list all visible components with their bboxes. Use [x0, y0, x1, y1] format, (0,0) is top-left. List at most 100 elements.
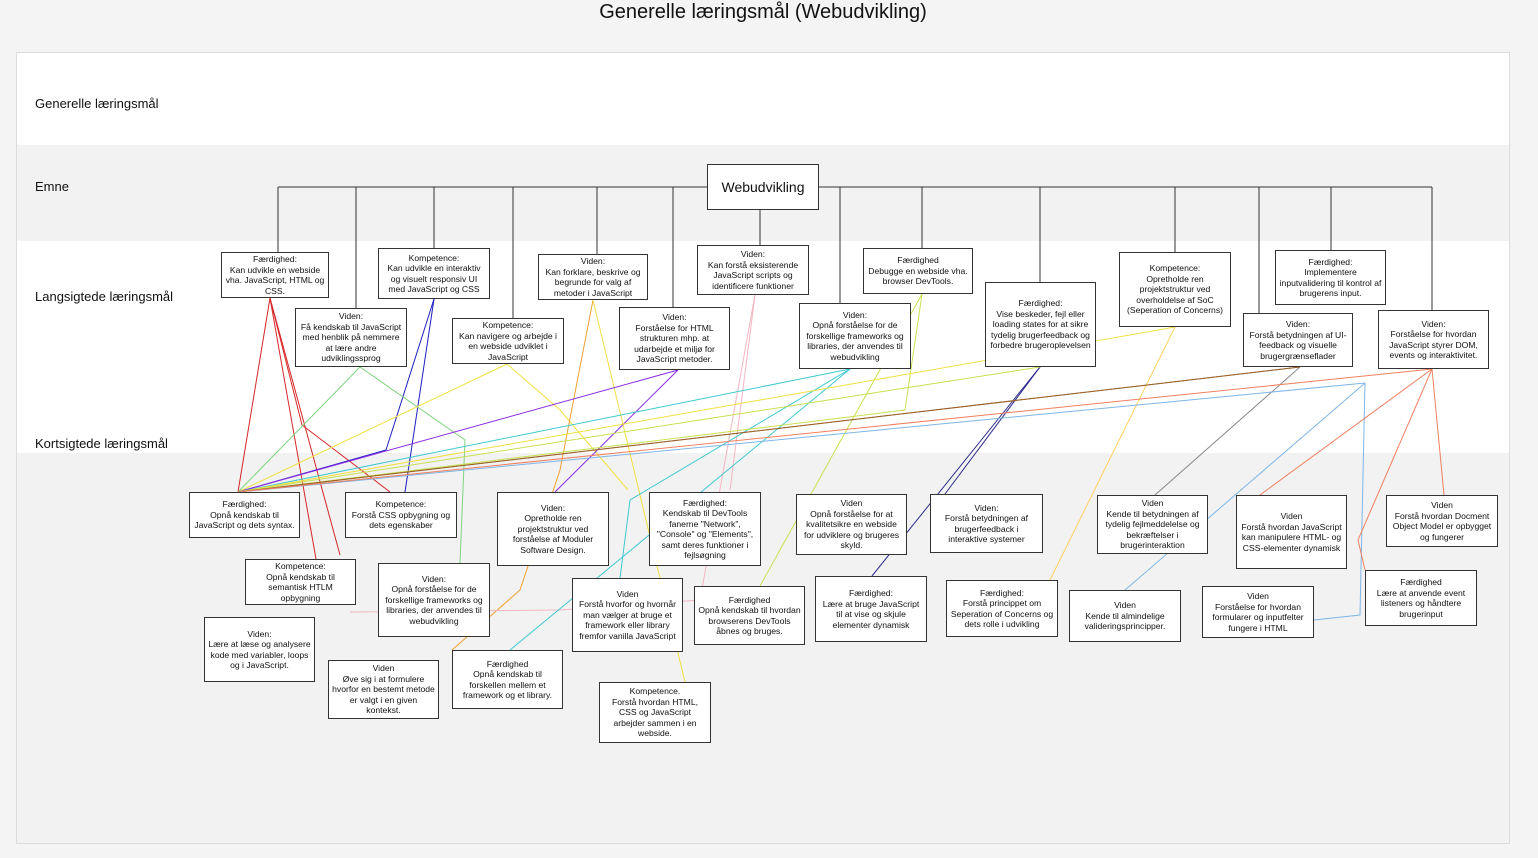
long-goal-l3[interactable]: Kompetence: Kan udvikle en interaktiv og…: [378, 248, 490, 299]
goal-text: Viden: Få kendskab til JavaScript med he…: [300, 311, 402, 364]
goal-text: Viden: Opretholde ren projektstruktur ve…: [512, 502, 594, 555]
band-general: [17, 53, 1509, 145]
short-goal-s4[interactable]: Færdighed: Kendskab til DevTools fanerne…: [649, 492, 761, 566]
goal-link: [1154, 366, 1301, 496]
goal-text: Færdighed Debugge en webside vha. browse…: [868, 255, 968, 287]
goal-link: [1313, 382, 1366, 621]
goal-text: Færdighed: Kan udvikle en webside vha. J…: [225, 254, 325, 296]
goal-link: [1357, 368, 1433, 571]
long-goal-l5[interactable]: Viden: Kan forklare, beskrive og begrund…: [538, 254, 648, 300]
goal-text: Viden Forståelse for hvordan formularer …: [1212, 591, 1304, 633]
goal-link: [1124, 382, 1366, 591]
short-goal-s16[interactable]: Viden Kende til almindelige valideringsp…: [1069, 590, 1181, 642]
root-node-webudvikling[interactable]: Webudvikling: [707, 164, 819, 210]
short-goal-s20[interactable]: Viden Øve sig i at formulere hvorfor en …: [328, 660, 439, 719]
goal-link: [506, 363, 629, 491]
goal-text: Viden Kende til betydningen af tydelig f…: [1105, 498, 1200, 551]
goal-link: [237, 368, 1433, 493]
goal-link: [237, 382, 1366, 493]
goal-text: Viden: Forståelse for hvordan JavaScript…: [1389, 318, 1478, 361]
goal-link: [237, 366, 1301, 493]
goal-link: [554, 369, 679, 493]
goal-text: Færdighed: Vise beskeder, fejl eller loa…: [990, 298, 1091, 351]
goal-link: [729, 294, 756, 491]
goal-text: Viden: Kan forstå eksisterende JavaScrip…: [707, 249, 799, 291]
goal-text: Viden: Lære at læse og analysere kode me…: [208, 628, 311, 671]
row-label-general: Generelle læringsmål: [35, 96, 159, 111]
goal-text: Viden: Forstå betydningen af brugerfeedb…: [944, 502, 1029, 545]
goal-text: Viden: Forståelse for HTML strukturen mh…: [634, 312, 715, 365]
short-goal-s7[interactable]: Viden Kende til betydningen af tydelig f…: [1097, 495, 1208, 554]
goal-text: Viden: Forstå betydningen af UI-feedback…: [1249, 319, 1347, 361]
long-goal-l8[interactable]: Viden: Opnå forståelse for de forskellig…: [799, 303, 911, 369]
goal-link: [237, 297, 271, 493]
goal-link: [944, 366, 1041, 495]
short-goal-s9[interactable]: Viden Forstå hvordan Docment Object Mode…: [1386, 495, 1498, 547]
short-goal-s13[interactable]: Færdighed Opnå kendskab til hvordan brow…: [694, 586, 805, 645]
short-goal-s17[interactable]: Viden Forståelse for hvordan formularer …: [1202, 586, 1314, 638]
short-goal-s21[interactable]: Færdighed Opnå kendskab til forskellen m…: [452, 650, 563, 709]
goal-text: Kompetence. Forstå hvordan HTML, CSS og …: [612, 686, 698, 739]
goal-link: [1431, 368, 1445, 496]
long-goal-l13[interactable]: Viden: Forstå betydningen af UI-feedback…: [1243, 313, 1353, 367]
goal-link: [237, 366, 1041, 493]
long-goal-l12[interactable]: Færdighed: Implementere inputvalidering …: [1275, 250, 1386, 305]
goal-text: Viden Øve sig i at formulere hvorfor en …: [332, 663, 435, 716]
long-goal-l1[interactable]: Færdighed: Kan udvikle en webside vha. J…: [221, 252, 329, 298]
long-goal-l14[interactable]: Viden: Forståelse for hvordan JavaScript…: [1378, 310, 1489, 369]
goal-link: [237, 368, 851, 493]
goal-text: Færdighed Lære at anvende event listener…: [1376, 577, 1466, 619]
row-label-long: Langsigtede læringsmål: [35, 289, 174, 304]
goal-text: Færdighed Opnå kendskab til forskellen m…: [462, 658, 553, 701]
goal-link: [404, 298, 435, 493]
long-goal-l4[interactable]: Kompetence: Kan navigere og arbejde i en…: [452, 318, 564, 364]
goal-text: Kompetence: Forstå CSS opbygning og dets…: [351, 499, 451, 531]
short-goal-s8[interactable]: Viden Forstå hvordan JavaScript kan mani…: [1236, 495, 1347, 569]
goal-link: [237, 363, 508, 493]
goal-link: [359, 366, 466, 564]
row-label-topic: Emne: [35, 179, 69, 194]
goal-text: Viden: Kan forklare, beskrive og begrund…: [545, 256, 641, 298]
short-goal-s14[interactable]: Færdighed: Lære at bruge JavaScript til …: [815, 576, 927, 642]
goal-link: [237, 293, 923, 493]
short-goal-s6[interactable]: Viden: Forstå betydningen af brugerfeedb…: [930, 494, 1043, 553]
row-label-short: Kortsigtede læringsmål: [35, 436, 168, 451]
short-goal-s18[interactable]: Færdighed Lære at anvende event listener…: [1365, 570, 1477, 626]
short-goal-s1[interactable]: Færdighed: Opnå kendskab til JavaScript …: [189, 492, 300, 538]
goal-link: [619, 368, 851, 579]
short-goal-s5[interactable]: Viden Opnå forståelse for at kvalitetsik…: [796, 494, 907, 555]
short-goal-s22[interactable]: Kompetence. Forstå hvordan HTML, CSS og …: [599, 682, 711, 743]
goal-text: Viden Forstå hvordan JavaScript kan mani…: [1241, 511, 1342, 553]
short-goal-s11[interactable]: Viden: Opnå forståelse for de forskellig…: [378, 563, 490, 637]
goal-text: Kompetence: Opretholde ren projektstrukt…: [1126, 263, 1223, 316]
long-goal-l6[interactable]: Viden: Forståelse for HTML strukturen mh…: [619, 307, 730, 370]
short-goal-s10[interactable]: Kompetence: Opnå kendskab til semantisk …: [245, 559, 356, 605]
goal-link: [269, 297, 317, 560]
goal-text: Færdighed: Kendskab til DevTools fanerne…: [656, 497, 754, 561]
goal-link: [269, 297, 341, 556]
goal-link: [237, 366, 361, 493]
goal-text: Viden: Opnå forståelse for de forskellig…: [806, 309, 904, 362]
goal-text: Kompetence: Opnå kendskab til semantisk …: [266, 561, 335, 603]
goal-text: Viden Forstå hvorfor og hvornår man vælg…: [579, 588, 676, 641]
goal-text: Færdighed: Forstå princippet om Seperati…: [950, 587, 1054, 630]
long-goal-l7[interactable]: Viden: Kan forstå eksisterende JavaScrip…: [697, 245, 809, 295]
goal-text: Færdighed: Lære at bruge JavaScript til …: [822, 588, 920, 630]
short-goal-s15[interactable]: Færdighed: Forstå princippet om Seperati…: [946, 580, 1058, 637]
short-goal-s2[interactable]: Kompetence: Forstå CSS opbygning og dets…: [345, 492, 457, 538]
long-goal-l10[interactable]: Færdighed: Vise beskeder, fejl eller loa…: [985, 282, 1096, 367]
long-goal-l2[interactable]: Viden: Få kendskab til JavaScript med he…: [295, 308, 407, 367]
goal-link: [237, 369, 679, 493]
goal-text: Kompetence: Kan udvikle en interaktiv og…: [387, 252, 481, 295]
goal-text: Viden Kende til almindelige valideringsp…: [1084, 600, 1166, 632]
short-goal-s19[interactable]: Viden: Lære at læse og analysere kode me…: [204, 617, 315, 682]
goal-text: Færdighed: Implementere inputvalidering …: [1279, 256, 1382, 299]
long-goal-l9[interactable]: Færdighed Debugge en webside vha. browse…: [863, 248, 973, 294]
goal-link: [1259, 368, 1433, 496]
goal-link: [1049, 326, 1176, 581]
long-goal-l11[interactable]: Kompetence: Opretholde ren projektstrukt…: [1119, 252, 1231, 327]
goal-text: Færdighed: Opnå kendskab til JavaScript …: [194, 499, 295, 531]
short-goal-s12[interactable]: Viden Forstå hvorfor og hvornår man vælg…: [572, 578, 683, 652]
short-goal-s3[interactable]: Viden: Opretholde ren projektstruktur ve…: [497, 492, 609, 566]
